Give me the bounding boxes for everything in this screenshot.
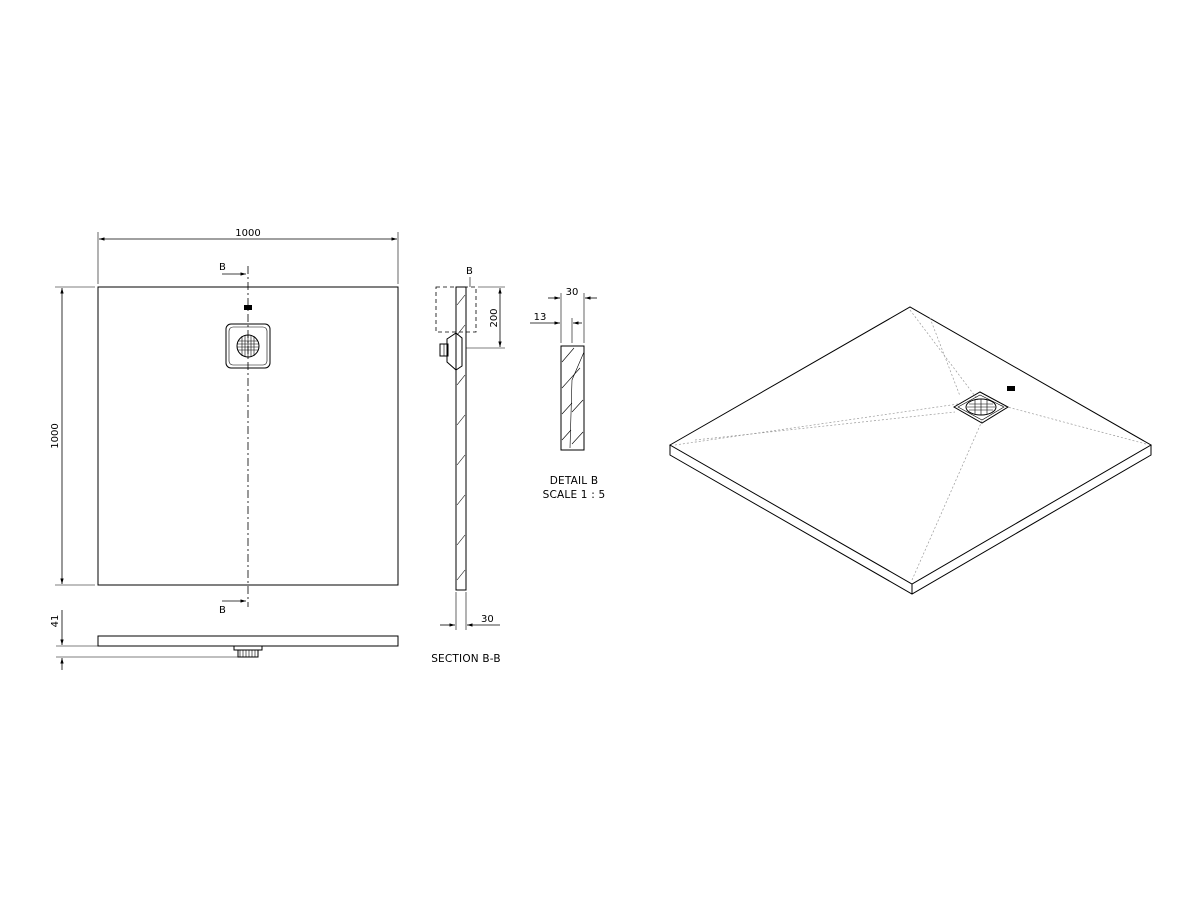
detail-inset-label: 13 — [534, 312, 547, 323]
detail-width-label: 30 — [566, 287, 579, 298]
side-view: 41 — [50, 610, 399, 670]
detail-profile — [560, 345, 585, 451]
iso-top-face — [668, 306, 1153, 585]
detail-view: 30 13 DETAIL B SCALE 1 : 5 — [530, 287, 605, 501]
iso-edge — [669, 445, 1152, 595]
detail-boundary — [435, 286, 477, 333]
iso-logo-mark — [1007, 386, 1015, 391]
detail-slope-line — [569, 351, 585, 449]
side-tray-profile — [97, 635, 399, 647]
section-mark-top: B — [219, 262, 226, 273]
height-label: 1000 — [50, 423, 61, 448]
logo-mark — [244, 305, 252, 310]
section-profile — [455, 286, 467, 591]
section-drain-icon — [439, 332, 463, 371]
isometric-view — [668, 306, 1153, 595]
iso-slope-lines — [674, 309, 1147, 581]
detail-caption-line1: DETAIL B — [550, 475, 599, 487]
plan-view: 1000 1000 B B — [50, 228, 399, 616]
detail-caption-line2: SCALE 1 : 5 — [543, 489, 606, 501]
drain-icon — [225, 323, 271, 369]
width-label: 1000 — [235, 228, 260, 239]
section-thickness-label: 30 — [481, 614, 494, 625]
section-view: B 200 30 SECTION B-B — [431, 266, 505, 665]
side-thickness-label: 41 — [50, 615, 61, 628]
waste-outlet-icon — [233, 645, 263, 658]
section-hatching — [456, 294, 466, 581]
section-caption: SECTION B-B — [431, 653, 501, 665]
detail-mark: B — [466, 266, 473, 277]
section-mark-bottom: B — [219, 605, 226, 616]
iso-drain-icon — [952, 391, 1010, 424]
section-height-label: 200 — [489, 308, 500, 327]
detail-hatching — [561, 347, 584, 445]
